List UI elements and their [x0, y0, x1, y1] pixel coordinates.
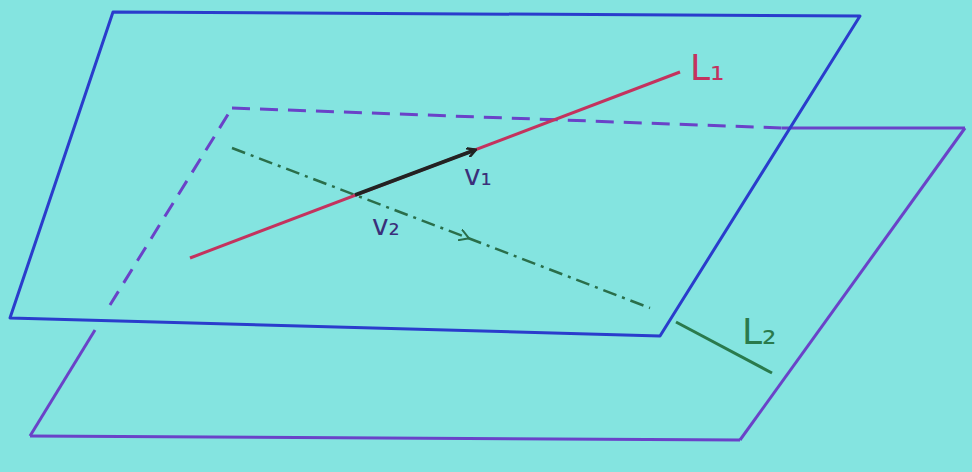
vector-label: v₁	[464, 162, 492, 190]
line-l2-hidden	[468, 238, 650, 308]
vector-v2	[232, 148, 468, 238]
lower-plane	[30, 108, 965, 440]
line-l1	[190, 72, 680, 258]
line-label: L₂	[742, 314, 777, 350]
vector-label: v₂	[372, 212, 400, 240]
vector-v1	[355, 150, 475, 195]
upper-plane	[10, 12, 860, 336]
line-label: L₁	[690, 50, 725, 86]
